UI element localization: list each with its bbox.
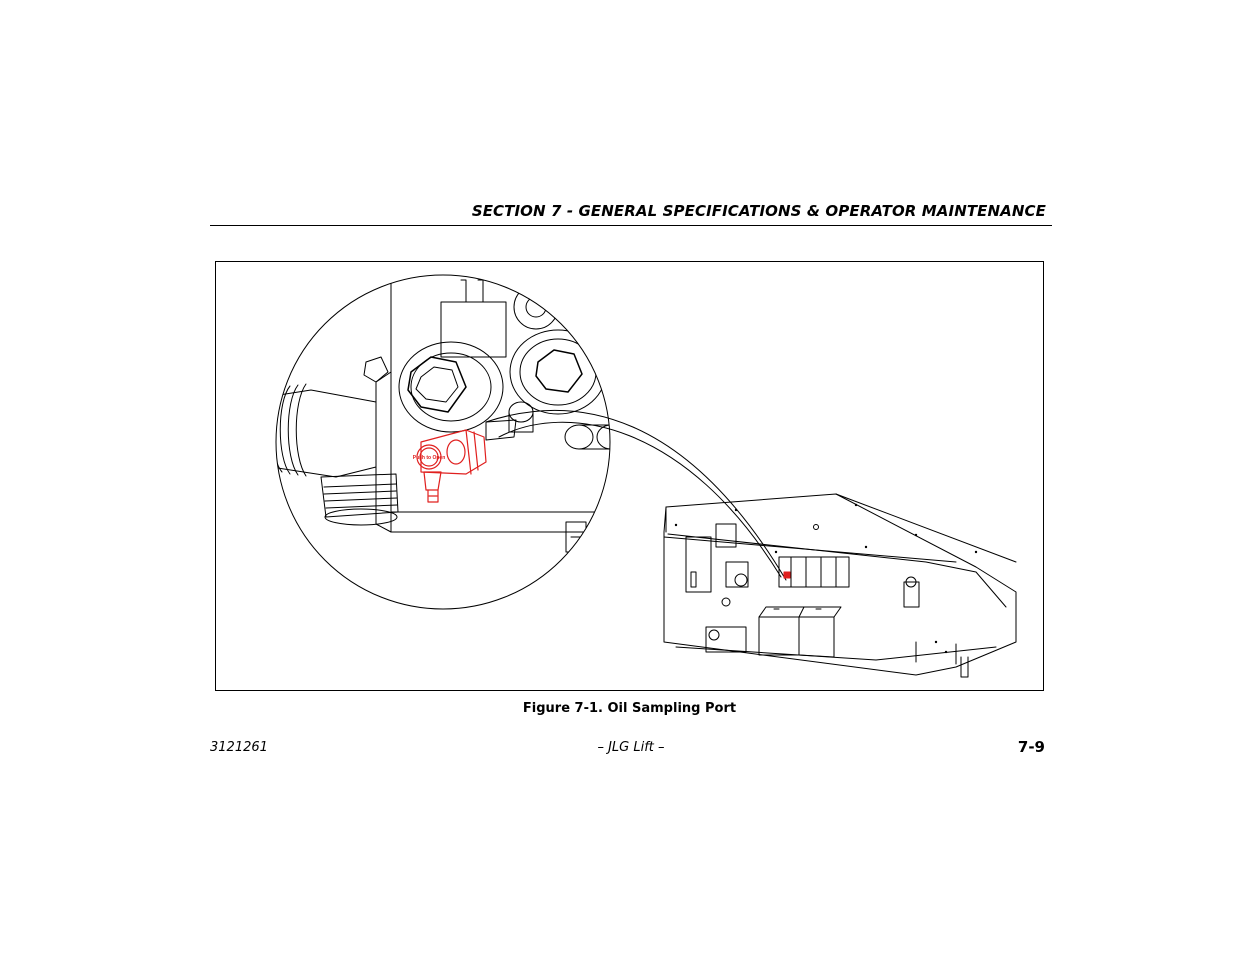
chassis-overview bbox=[663, 493, 1017, 678]
section-title: SECTION 7 - GENERAL SPECIFICATIONS & OPE… bbox=[471, 202, 1046, 220]
detail-zoom-circle: Push to Open bbox=[275, 274, 611, 610]
oil-sampling-port-illustration: Push to Open bbox=[275, 274, 1017, 678]
figure-frame: Push to Open bbox=[215, 261, 1044, 691]
page-number: 7-9 bbox=[1017, 738, 1045, 756]
oil-sampling-valve bbox=[416, 429, 487, 503]
figure-caption: Figure 7-1. Oil Sampling Port bbox=[522, 701, 737, 716]
batteries bbox=[758, 606, 842, 658]
valve-label: Push to Open bbox=[413, 455, 446, 461]
header-divider bbox=[210, 225, 1052, 226]
document-number: 3121261 bbox=[210, 740, 268, 755]
rivet-dots bbox=[674, 503, 978, 654]
footer-brand: – JLG Lift – bbox=[597, 740, 665, 755]
leader-lines bbox=[485, 409, 787, 581]
